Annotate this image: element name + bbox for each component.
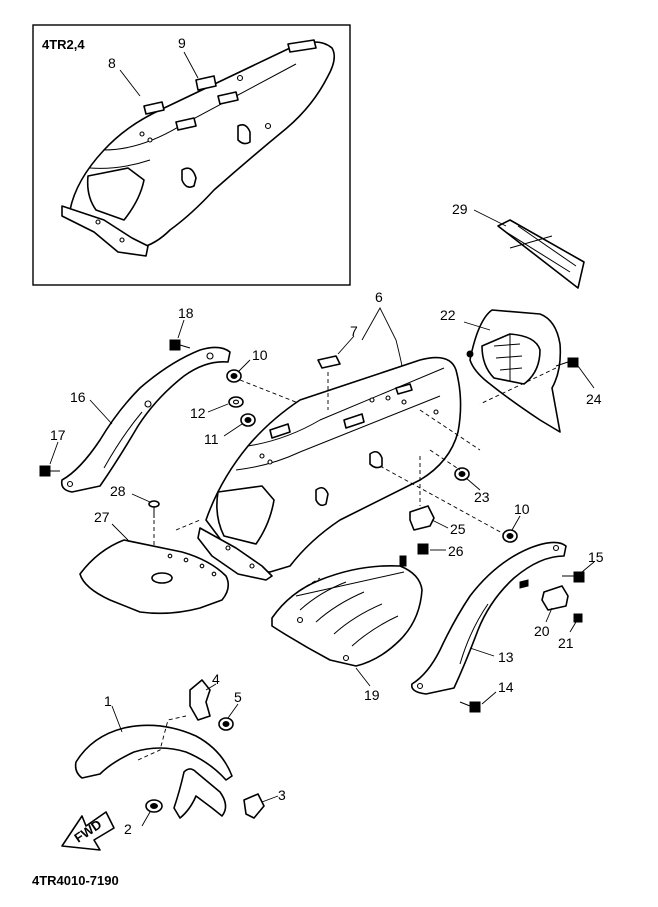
nut-icon[interactable] <box>226 369 242 383</box>
drawing-code: 4TR4010-7190 <box>32 873 119 888</box>
bolt-icon[interactable] <box>39 465 60 477</box>
callout-11: 11 <box>204 431 219 447</box>
washer-icon[interactable] <box>228 396 244 408</box>
callout-7: 7 <box>350 323 358 339</box>
bolt-icon[interactable] <box>555 357 579 368</box>
callout-27: 27 <box>94 509 110 525</box>
bolt-icon[interactable] <box>148 500 160 518</box>
fwd-arrow-icon: FWD <box>61 811 115 851</box>
bolt-icon[interactable] <box>417 543 429 555</box>
inset-variant-box: 4TR2,4 8 9 <box>32 24 351 286</box>
plate-part-29[interactable] <box>497 219 585 289</box>
callout-13: 13 <box>498 649 514 665</box>
callout-15: 15 <box>588 549 604 565</box>
flap-plate-part-27[interactable] <box>79 539 230 615</box>
callout-20: 20 <box>534 623 550 639</box>
bolt-icon[interactable] <box>573 613 583 623</box>
callout-17: 17 <box>50 427 66 443</box>
callout-22: 22 <box>440 307 456 323</box>
callout-6: 6 <box>375 289 383 305</box>
callout-10-upper: 10 <box>252 347 268 363</box>
callout-4: 4 <box>212 671 220 687</box>
fender-bracket-part-3[interactable] <box>173 768 265 819</box>
callout-9: 9 <box>178 35 186 51</box>
clip-part-25[interactable] <box>409 505 435 531</box>
callout-2: 2 <box>124 821 132 837</box>
nut-icon[interactable] <box>502 529 518 543</box>
callout-18: 18 <box>178 305 194 321</box>
callout-16: 16 <box>70 389 86 405</box>
nut-icon[interactable] <box>218 717 234 731</box>
right-stay-part-13[interactable] <box>410 541 567 695</box>
bolt-icon[interactable] <box>145 799 163 813</box>
callout-28: 28 <box>110 483 126 499</box>
callout-1: 1 <box>104 693 112 709</box>
nut-icon[interactable] <box>454 467 470 481</box>
left-stay-part-16[interactable] <box>60 346 231 493</box>
bracket-part-4[interactable] <box>189 679 211 721</box>
callout-21: 21 <box>558 635 574 651</box>
rear-fender-part-6[interactable] <box>197 356 462 581</box>
bracket-part-20[interactable] <box>519 579 569 611</box>
callout-19: 19 <box>364 687 380 703</box>
inner-fender-part-19[interactable] <box>271 555 423 667</box>
callout-24: 24 <box>586 391 602 407</box>
callout-26: 26 <box>448 543 464 559</box>
callout-29: 29 <box>452 201 468 217</box>
callout-5: 5 <box>234 689 242 705</box>
callout-8: 8 <box>108 55 116 71</box>
label-pad-part-7[interactable] <box>317 355 341 369</box>
callout-25: 25 <box>450 521 466 537</box>
rear-fender-variant-part-8[interactable] <box>61 39 336 257</box>
callout-3: 3 <box>278 787 286 803</box>
callout-14: 14 <box>498 679 514 695</box>
front-fender-part-1[interactable] <box>74 724 233 781</box>
callout-12: 12 <box>190 405 206 421</box>
tail-light-part-22[interactable] <box>466 309 562 433</box>
nut-icon[interactable] <box>240 413 256 427</box>
bolt-icon[interactable] <box>459 701 481 713</box>
callout-10-lower: 10 <box>514 501 530 517</box>
bolt-icon[interactable] <box>562 571 585 583</box>
bolt-icon[interactable] <box>169 339 191 351</box>
callout-23: 23 <box>474 489 490 505</box>
inset-variant-label: 4TR2,4 <box>42 37 85 52</box>
